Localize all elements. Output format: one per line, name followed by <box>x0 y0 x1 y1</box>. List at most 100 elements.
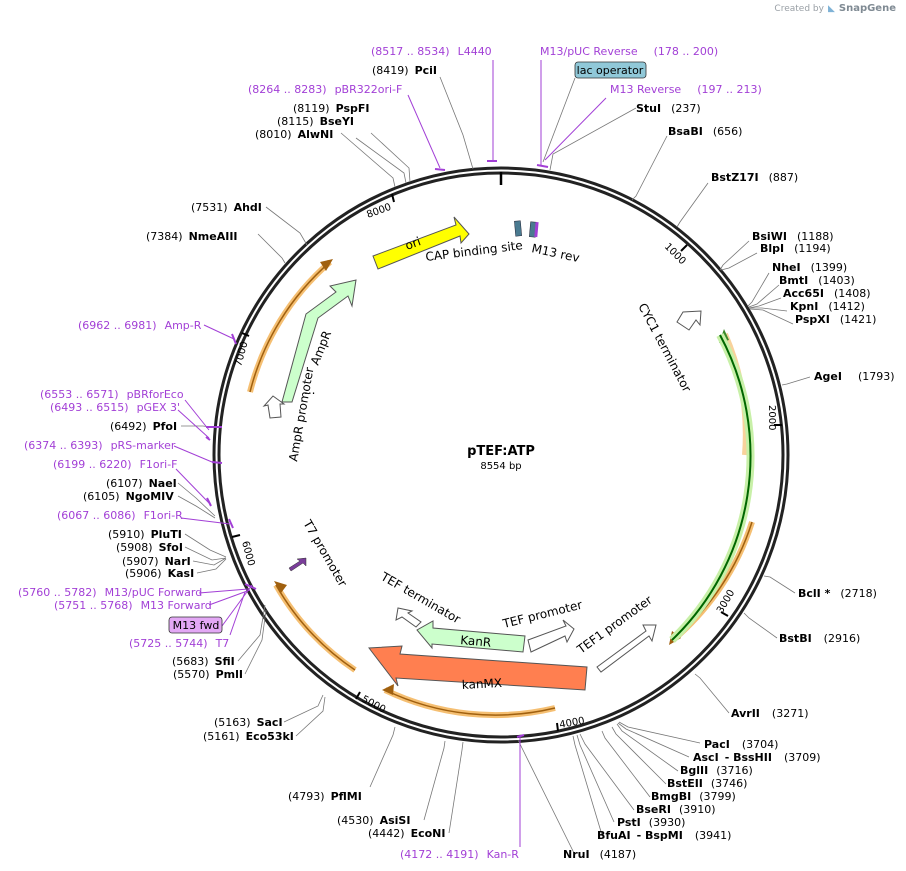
enzyme-pspfi: (8119)PspFI <box>293 102 369 115</box>
ampr-feature <box>272 279 357 403</box>
m13-rev-label: M13 rev <box>530 241 580 265</box>
enzyme-labels: (8419)PciI (8119)PspFI (8115)BseYI (8010… <box>83 64 895 861</box>
leader-m13-forward <box>208 589 251 606</box>
enzyme-paci: PacI(3704) <box>704 738 778 751</box>
enzyme-sfii: (5683)SfiI <box>172 655 235 668</box>
mark-f1ori-f <box>206 497 212 507</box>
tick-label-4000: 4000 <box>559 716 586 731</box>
orf-arc-lower-left-line <box>275 584 356 671</box>
tef-promoter-feature <box>527 619 575 653</box>
leader-bmgbi <box>601 730 651 798</box>
enzyme-nmeaiii: (7384)NmeAIII <box>146 230 238 243</box>
tick-label-2000: 2000 <box>766 405 777 430</box>
enzyme-leader-lines <box>177 76 811 854</box>
enzyme-alwni: (8010)AlwNI <box>255 128 333 141</box>
leader-alwni <box>340 132 396 188</box>
lac-operator-label: lac operator <box>577 64 644 77</box>
leader-m13puc-forward <box>198 588 249 594</box>
leader-agei <box>781 376 811 386</box>
enzyme-ahdi: (7531)AhdI <box>191 201 262 214</box>
enzyme-stui: StuI(237) <box>636 102 701 115</box>
lac-operator-rect <box>574 61 647 79</box>
enzyme-bsabi: BsaBI(656) <box>668 125 742 138</box>
mark-f1ori-r <box>228 518 234 529</box>
enzyme-nrui: NruI(4187) <box>563 848 636 861</box>
enzyme-pflmi: (4793)PflMI <box>288 790 362 803</box>
mark-prs-marker <box>211 461 223 464</box>
mark-kan-r <box>516 734 525 738</box>
leader-bmti <box>748 284 780 308</box>
snapgene-brand: Created by ◣ SnapGene <box>774 3 896 14</box>
plasmid-name: pTEF:ATP <box>467 444 535 459</box>
primer-pbr322ori-f: (8264 .. 8283)pBR322ori-F <box>248 83 402 96</box>
leader-sfoi <box>184 546 227 561</box>
leader-kasi <box>196 558 227 574</box>
leader-bseyi <box>355 137 407 184</box>
tef-terminator-feature <box>395 607 422 628</box>
orf-bottom-arrowhead <box>382 684 394 695</box>
enzyme-bsiwi: BsiWI(1188) <box>752 230 834 243</box>
leader-bstbi <box>743 612 778 639</box>
mark-pbr322ori-f <box>434 168 446 171</box>
kanr-label: KanR <box>460 633 492 650</box>
enzyme-asci: AscI- BssHII(3709) <box>693 751 821 764</box>
leader-pcii <box>439 76 474 170</box>
leader-nhei <box>747 272 770 307</box>
snapgene-product-text: SnapGene <box>838 3 896 14</box>
snapgene-logo-icon: ◣ <box>827 3 835 14</box>
leader-ahdi <box>265 206 308 246</box>
primer-m13puc-reverse: M13/pUC Reverse(178 .. 200) <box>540 45 718 58</box>
leader-pluti <box>184 533 227 558</box>
leader-bseri <box>579 733 635 811</box>
enzyme-pcii: (8419)PciI <box>372 64 437 77</box>
primer-kan-r: (4172 .. 4191)Kan-R <box>400 848 519 861</box>
ori-label: ori <box>403 234 422 252</box>
primer-f1ori-f: (6199 .. 6220)F1ori-F <box>53 458 178 471</box>
enzyme-bstbi: BstBI(2916) <box>779 632 860 645</box>
m13-fwd-box: M13 fwd <box>168 616 223 634</box>
enzyme-sfoi: (5908)SfoI <box>116 541 183 554</box>
enzyme-saci: (5163)SacI <box>214 716 283 729</box>
leader-prs-marker <box>173 445 213 463</box>
primer-pgex3: (6493 .. 6515)pGEX 3' <box>50 401 180 414</box>
enzyme-psti: PstI(3930) <box>617 816 685 829</box>
leader-naei <box>177 482 216 517</box>
leader-pbrforeco <box>184 399 210 431</box>
leader-sfii <box>237 604 266 662</box>
leader-m13fwd-box <box>221 584 253 627</box>
cyc1-terminator-arrow <box>676 310 702 331</box>
leader-bglii <box>616 723 679 772</box>
ampr-ellipsis: ... <box>304 383 315 397</box>
kanmx-label: kanMX <box>461 676 502 692</box>
m13-fwd-rect <box>168 616 223 634</box>
tick-label-1000: 1000 <box>662 241 688 267</box>
leader-psti <box>576 734 615 823</box>
cap-binding-site-feature <box>514 220 522 237</box>
enzyme-pfoi: (6492)PfoI <box>110 420 177 433</box>
orf-arc-lower-left <box>273 583 357 673</box>
leader-f1ori-r <box>180 517 231 525</box>
leader-t7 <box>229 591 246 636</box>
primer-f1ori-r: (6067 .. 6086)F1ori-R <box>57 509 183 522</box>
leader-amp-r <box>203 324 235 340</box>
leader-avrii <box>694 673 730 714</box>
primer-labels: (8517 .. 8534)L4440 (8264 .. 8283)pBR322… <box>18 45 762 861</box>
tick-mark-5000 <box>355 691 361 700</box>
created-by-text: Created by <box>774 3 824 14</box>
enzyme-pmli: (5570)PmlI <box>173 668 243 681</box>
tef-terminator-label: TEF terminator <box>378 569 463 626</box>
primer-pbrforeco: (6553 .. 6571)pBRforEco <box>40 388 184 401</box>
primer-t7: (5725 .. 5744)T7 <box>129 637 229 650</box>
primer-l4440: (8517 .. 8534)L4440 <box>371 45 492 58</box>
ampr-promoter-feature <box>262 395 286 419</box>
cyc1-terminator-arc <box>671 334 752 641</box>
tef1-promoter-feature <box>596 624 657 673</box>
enzyme-blpi: BlpI(1194) <box>760 242 831 255</box>
leader-f1ori-f <box>175 468 210 504</box>
enzyme-bsteii: BstEII(3746) <box>667 777 747 790</box>
enzyme-bseri: BseRI(3910) <box>636 803 716 816</box>
enzyme-naei: (6107)NaeI <box>106 477 177 490</box>
leader-bsteii <box>611 726 667 785</box>
primer-m13puc-forward: (5760 .. 5782)M13/pUC Forward <box>18 586 202 599</box>
